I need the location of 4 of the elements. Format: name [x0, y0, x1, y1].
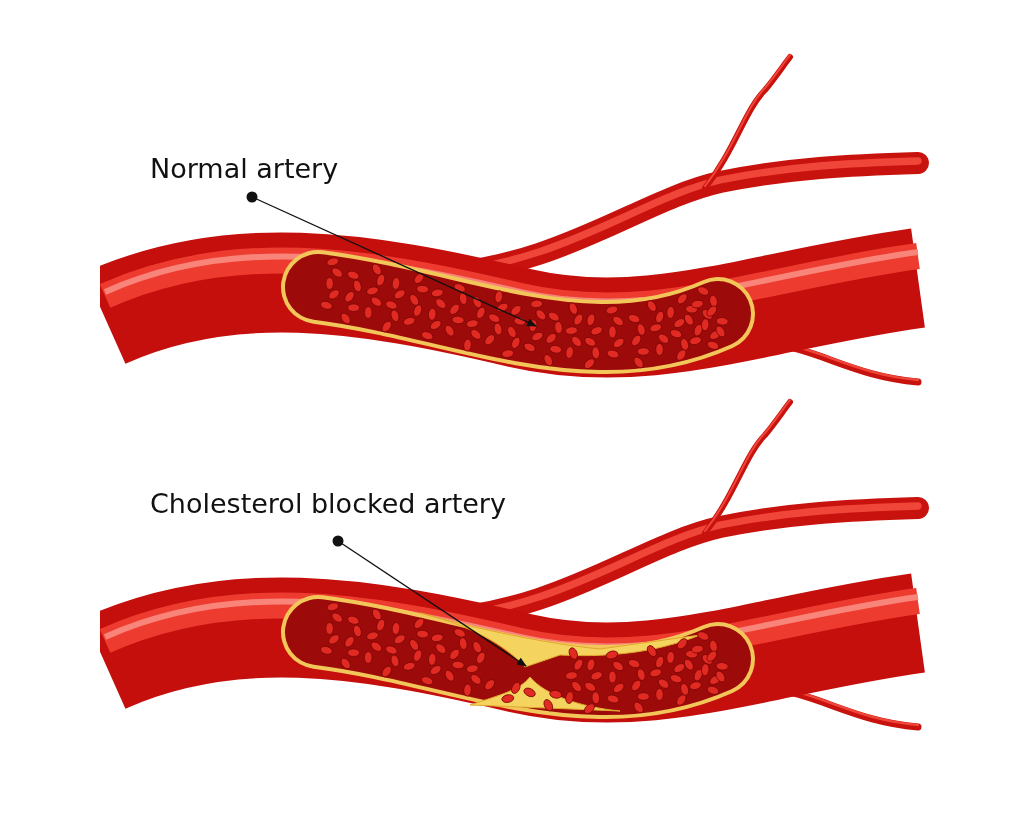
leader-line — [246, 191, 537, 327]
callout-label: Normal artery — [150, 153, 339, 184]
callout-label: Cholesterol blocked artery — [150, 488, 506, 519]
leader-line — [332, 535, 527, 667]
